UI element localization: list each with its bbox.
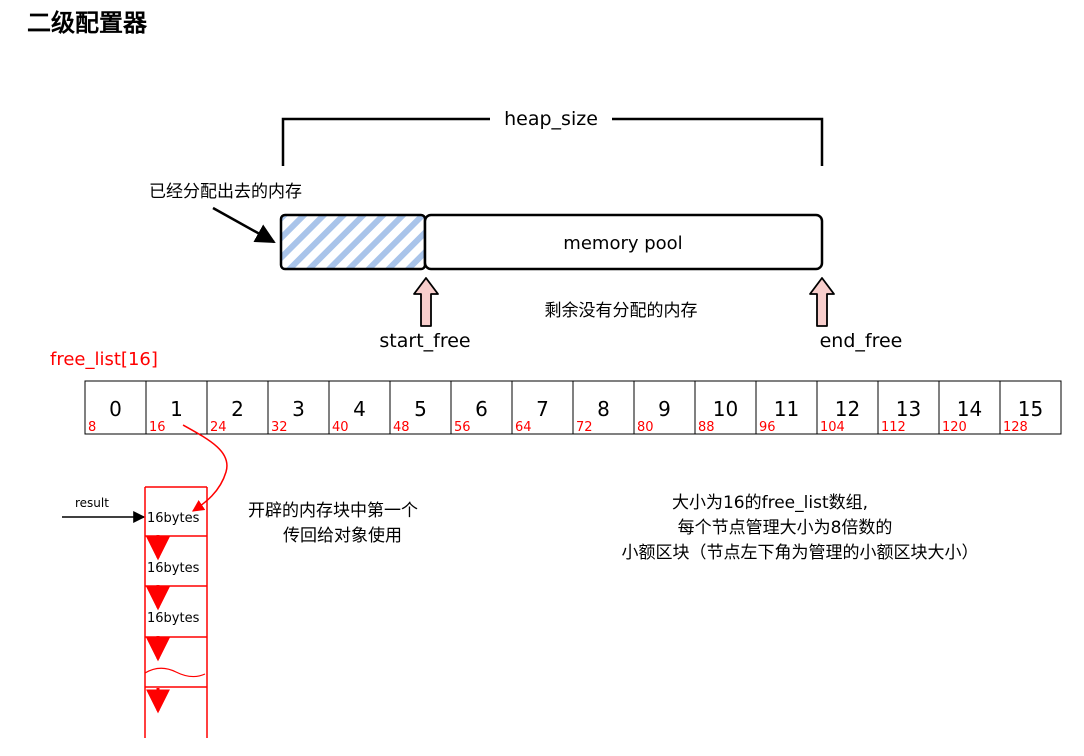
free-list-slot-size: 104: [820, 420, 845, 435]
free-list-slot: 2 24: [206, 380, 269, 435]
free-list-slot-box: [450, 380, 513, 435]
free-list-slot-size: 96: [759, 420, 776, 435]
free-list-slot-index: 12: [835, 397, 860, 421]
free-list-slot-size: 120: [942, 420, 967, 435]
free-list-slot-index: 4: [353, 397, 366, 421]
free-list-slot-index: 5: [414, 397, 427, 421]
heap-size-label: heap_size: [504, 108, 598, 130]
free-list-slot-index: 11: [774, 397, 799, 421]
array-note-line: 小额区块（节点左下角为管理的小额区块大小）: [622, 543, 979, 563]
free-list-slot-box: [206, 380, 269, 435]
allocated-memory-block: [279, 213, 427, 271]
array-note-line: 大小为16的free_list数组,: [672, 493, 868, 513]
memory-block-chain: 16bytes 16bytes 16bytes: [144, 486, 208, 738]
free-list-slot-index: 9: [658, 397, 671, 421]
free-list-slot-size: 48: [393, 420, 410, 435]
result-label: result: [75, 496, 109, 510]
free-list-slot-size: 56: [454, 420, 471, 435]
free-list-slot-index: 8: [597, 397, 610, 421]
memory-pool-label: memory pool: [563, 233, 682, 254]
free-list-slot-index: 14: [957, 397, 982, 421]
block-label: 16bytes: [147, 611, 200, 626]
free-list-slot-size: 64: [515, 420, 532, 435]
free-list-label: free_list[16]: [50, 349, 158, 370]
page-title: 二级配置器: [27, 9, 148, 37]
free-list-slot-size: 40: [332, 420, 349, 435]
array-note-line: 每个节点管理大小为8倍数的: [678, 518, 893, 538]
heap-size-bracket: [281, 117, 824, 166]
free-list-slot-index: 6: [475, 397, 488, 421]
free-list-slot-box: [938, 380, 1001, 435]
free-list-slot-box: [694, 380, 757, 435]
block-label: 16bytes: [147, 511, 200, 526]
free-list-slot-size: 24: [210, 420, 227, 435]
end-free-arrow: [809, 277, 835, 327]
free-list-slot-index: 13: [896, 397, 921, 421]
free-list-slot: 7 64: [511, 380, 574, 435]
free-list-slot: 08: [84, 380, 147, 435]
free-list-slot-box: [328, 380, 391, 435]
chain-note-line: 开辟的内存块中第一个: [248, 501, 418, 521]
free-list-slot: 8 72: [572, 380, 635, 435]
free-list-slot-size: 80: [637, 420, 654, 435]
free-list-slot-box: [145, 380, 208, 435]
free-list-slot-index: 10: [713, 397, 738, 421]
block-label: 16bytes: [147, 561, 200, 576]
free-list-slot-box: [389, 380, 452, 435]
allocated-pointer-arrow: [212, 206, 276, 244]
free-list-slot-box: [999, 380, 1062, 435]
free-list-slot-box: [816, 380, 879, 435]
free-list-slot-index: 1: [170, 397, 183, 421]
free-list-slot-size: 88: [698, 420, 715, 435]
free-list-slot-size: 128: [1003, 420, 1028, 435]
slot-link-arrow: [182, 424, 228, 512]
chain-wavy-break: [144, 667, 206, 678]
start-free-label: start_free: [379, 330, 470, 352]
free-list-slot: 1 16: [145, 380, 208, 435]
free-list-slot-index: 15: [1018, 397, 1043, 421]
free-list-slot: 5 48: [389, 380, 452, 435]
free-list-slot-index: 7: [536, 397, 549, 421]
free-list-slot-size: 8: [88, 420, 96, 435]
free-list-slot-box: [572, 380, 635, 435]
chain-note-line: 传回给对象使用: [283, 525, 402, 546]
free-list-slot-index: 3: [292, 397, 305, 421]
free-list-slot-size: 72: [576, 420, 593, 435]
free-list-slot-index: 2: [231, 397, 244, 421]
free-list-slot: 6 56: [450, 380, 513, 435]
start-free-arrow: [413, 277, 439, 327]
free-list-slot-size: 16: [149, 420, 166, 435]
free-list-slot-index: 0: [109, 397, 122, 421]
free-list-slot-size: 32: [271, 420, 288, 435]
free-list-slot-size: 112: [881, 420, 906, 435]
end-free-label: end_free: [820, 330, 903, 352]
free-list-slot: 4 40: [328, 380, 391, 435]
free-list-slot: 9 80: [633, 380, 696, 435]
allocated-memory-label: 已经分配出去的内存: [149, 182, 302, 202]
free-list-array: 0811622433244054865676487298010881196121…: [84, 380, 1062, 435]
unallocated-memory-label: 剩余没有分配的内存: [545, 301, 698, 321]
memory-pool-block: [423, 213, 824, 271]
free-list-slot-box: [84, 380, 147, 435]
free-list-slot: 3 32: [267, 380, 330, 435]
